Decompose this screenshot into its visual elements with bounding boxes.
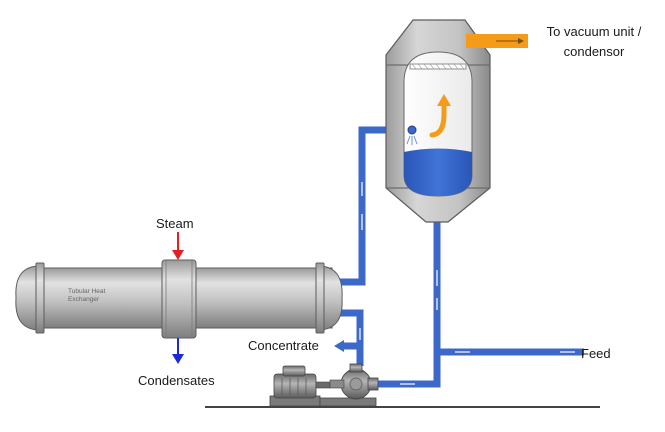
- steam-arrow-icon: [172, 232, 184, 260]
- motor-icon: [269, 365, 331, 407]
- concentrate-label: Concentrate: [248, 338, 319, 353]
- vessel-outlet-pipe: [374, 222, 441, 388]
- steam-label: Steam: [156, 216, 194, 231]
- condensate-arrow-icon: [172, 338, 184, 364]
- pump-icon: [319, 363, 379, 407]
- heat-exchanger-label: Tubular Heat Exchanger: [68, 288, 106, 303]
- flow-markers: [359, 182, 575, 385]
- separator-vessel-icon: [385, 19, 491, 223]
- concentrate-arrow-icon: [334, 340, 344, 352]
- vapor-outlet-arrow-icon: [466, 34, 528, 48]
- heat-exchanger-icon: [15, 259, 343, 339]
- vacuum-label: To vacuum unit / condensor: [546, 24, 642, 59]
- pump-discharge-pipe: [338, 309, 364, 366]
- feed-label: Feed: [581, 346, 611, 361]
- condensates-label: Condensates: [138, 373, 215, 388]
